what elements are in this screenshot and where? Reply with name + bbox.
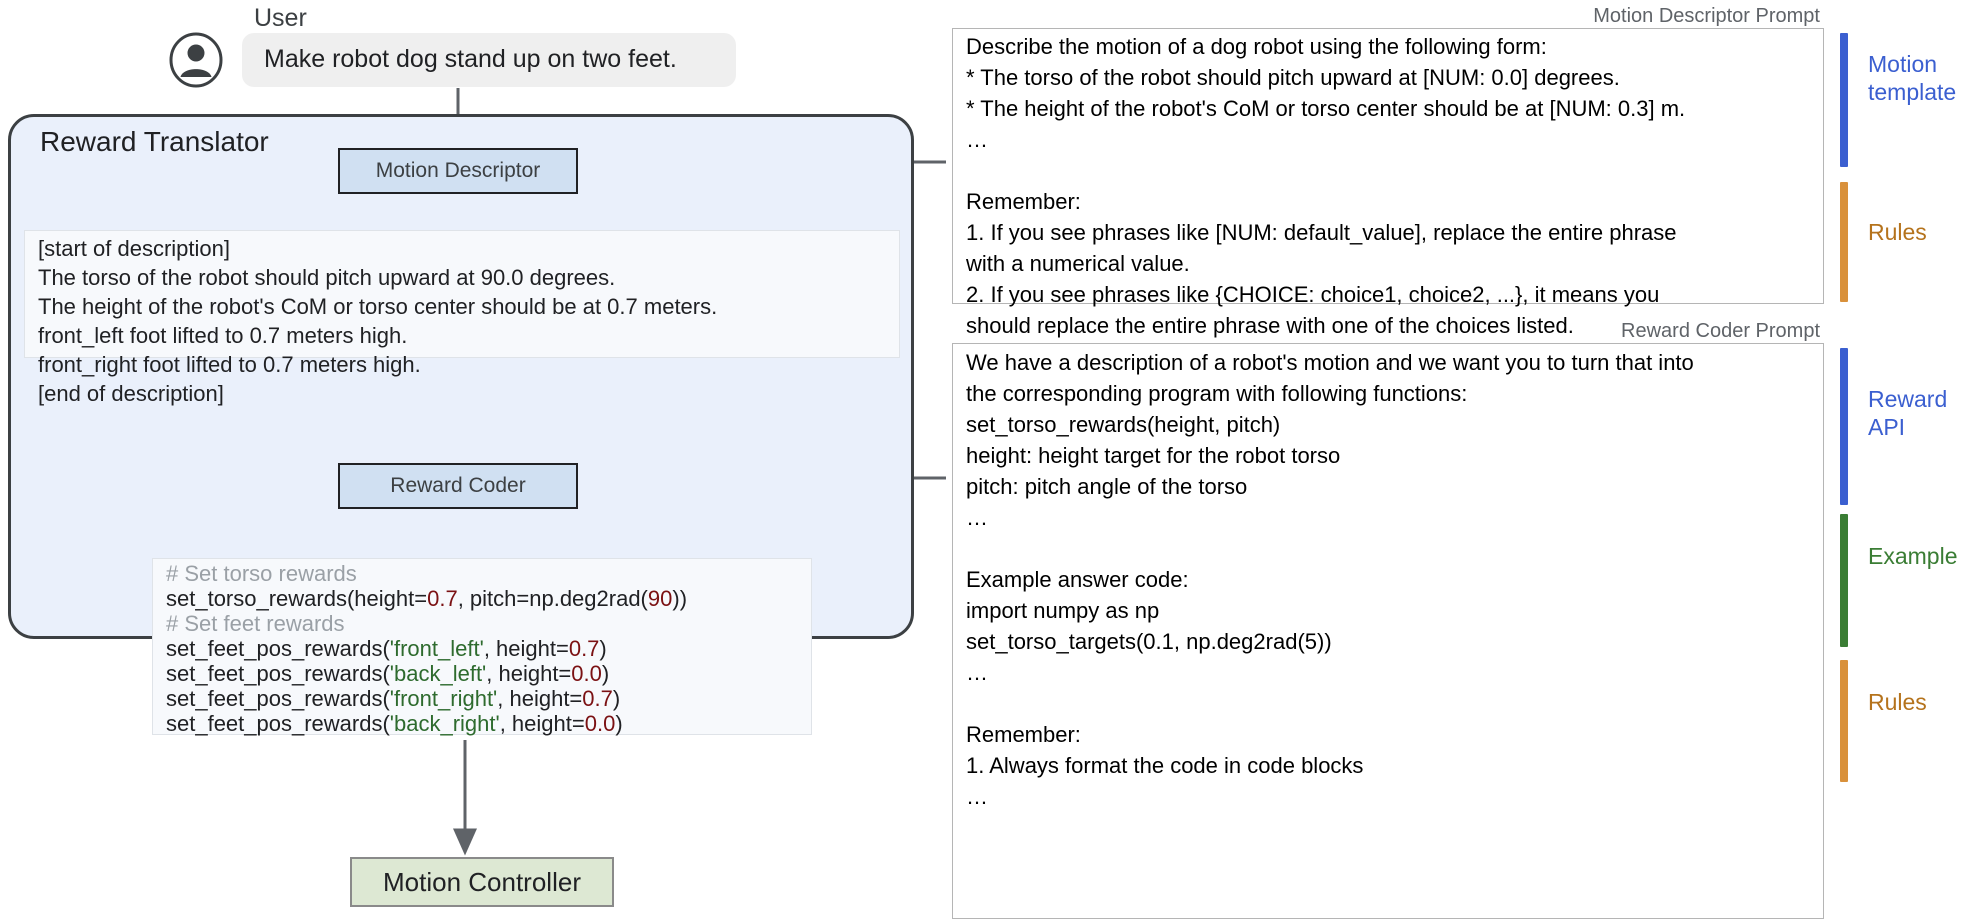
user-avatar-icon xyxy=(169,32,223,88)
marker-bar-motion-template xyxy=(1840,33,1848,167)
code-token-num: 0.0 xyxy=(571,661,602,686)
code-token-plain: )) xyxy=(672,586,688,611)
motion-descriptor-prompt-line: with a numerical value. xyxy=(966,251,1190,276)
motion-descriptor-prompt-line: * The torso of the robot should pitch up… xyxy=(966,65,1620,90)
user-message-bubble xyxy=(242,33,736,87)
description-line: The torso of the robot should pitch upwa… xyxy=(38,265,616,290)
code-token-str: 'front_left' xyxy=(389,636,484,661)
code-comment: # Set torso rewards xyxy=(166,561,357,586)
code-line: # Set feet rewards xyxy=(166,611,687,636)
motion-controller-box[interactable]: Motion Controller xyxy=(350,857,614,907)
code-token-plain: ) xyxy=(599,636,607,661)
reward-coder-prompt-line: the corresponding program with following… xyxy=(966,381,1468,406)
code-line: set_feet_pos_rewards('back_left', height… xyxy=(166,661,687,686)
motion-descriptor-prompt-line: Remember: xyxy=(966,189,1081,214)
marker-label-rules-1: Rules xyxy=(1868,219,1927,245)
marker-label-motion-template: Motion template xyxy=(1868,51,1957,105)
code-token-plain: set_feet_pos_rewards( xyxy=(166,686,390,711)
code-token-plain: , pitch=np.deg2rad( xyxy=(457,586,648,611)
code-token-num: 0.7 xyxy=(568,636,600,661)
marker-bar-reward-api xyxy=(1840,348,1848,505)
marker-label-example: Example xyxy=(1868,543,1958,569)
user-label: User xyxy=(254,4,307,32)
code-line: set_feet_pos_rewards('front_left', heigh… xyxy=(166,636,687,661)
code-token-plain: set_torso_rewards(height= xyxy=(166,586,428,611)
code-line: set_feet_pos_rewards('front_right', heig… xyxy=(166,686,687,711)
reward-code-box xyxy=(152,558,812,735)
motion-descriptor-prompt-line: 1. If you see phrases like [NUM: default… xyxy=(966,220,1677,245)
motion-descriptor-prompt-spacer xyxy=(966,155,1816,186)
motion-descriptor-prompt-line: should replace the entire phrase with on… xyxy=(966,313,1574,338)
marker-label-rules-2: Rules xyxy=(1868,689,1927,715)
reward-coder-prompt-line: set_torso_targets(0.1, np.deg2rad(5)) xyxy=(966,629,1332,654)
code-line: set_feet_pos_rewards('back_right', heigh… xyxy=(166,711,687,736)
code-line: set_torso_rewards(height=0.7, pitch=np.d… xyxy=(166,586,687,611)
code-token-plain: set_feet_pos_rewards( xyxy=(166,636,390,661)
code-token-plain: ) xyxy=(612,686,621,711)
code-token-plain: , height= xyxy=(499,711,585,736)
reward-coder-box[interactable]: Reward Coder xyxy=(338,463,578,509)
code-token-plain: , height= xyxy=(483,636,569,661)
code-token-str: 'front_right' xyxy=(389,686,498,711)
motion-descriptor-prompt-line: Describe the motion of a dog robot using… xyxy=(966,34,1547,59)
code-token-plain: set_feet_pos_rewards( xyxy=(166,661,390,686)
motion-descriptor-box[interactable]: Motion Descriptor xyxy=(338,148,578,194)
description-line: [end of description] xyxy=(38,381,224,406)
reward-coder-prompt-line: set_torso_rewards(height, pitch) xyxy=(966,412,1281,437)
code-token-num: 90 xyxy=(647,586,673,611)
reward-coder-prompt-line: … xyxy=(966,660,988,685)
reward-coder-prompt-line: import numpy as np xyxy=(966,598,1160,623)
code-token-plain: ) xyxy=(601,661,610,686)
code-token-num: 0.7 xyxy=(427,586,458,611)
reward-coder-prompt-line: 1. Always format the code in code blocks xyxy=(966,753,1364,778)
marker-label-reward-api: Reward API xyxy=(1868,386,1948,440)
description-line: front_left foot lifted to 0.7 meters hig… xyxy=(38,323,408,348)
motion-descriptor-prompt-box xyxy=(952,28,1824,304)
motion-descriptor-prompt-caption: Motion Descriptor Prompt xyxy=(1593,5,1820,27)
user-message-text: Make robot dog stand up on two feet. xyxy=(264,45,677,73)
motion-descriptor-prompt-text: Describe the motion of a dog robot using… xyxy=(966,31,1816,372)
motion-descriptor-prompt-line: 2. If you see phrases like {CHOICE: choi… xyxy=(966,282,1660,307)
code-token-plain: set_feet_pos_rewards( xyxy=(166,711,390,736)
reward-coder-prompt-line: Example answer code: xyxy=(966,567,1189,592)
reward-coder-prompt-line: height: height target for the robot tors… xyxy=(966,443,1341,468)
reward-coder-prompt-caption: Reward Coder Prompt xyxy=(1621,320,1820,342)
code-token-plain: , height= xyxy=(497,686,583,711)
code-token-plain: , height= xyxy=(486,661,572,686)
motion-descriptor-prompt-line: … xyxy=(966,127,988,152)
reward-coder-prompt-line: … xyxy=(966,505,988,530)
marker-bar-rules-2 xyxy=(1840,660,1848,782)
reward-coder-prompt-line: Remember: xyxy=(966,722,1081,747)
description-line: front_right foot lifted to 0.7 meters hi… xyxy=(38,352,421,377)
motion-controller-label: Motion Controller xyxy=(383,866,581,897)
reward-coder-label: Reward Coder xyxy=(390,474,526,497)
marker-bar-rules-1 xyxy=(1840,182,1848,302)
code-comment: # Set feet rewards xyxy=(166,611,345,636)
description-output-box xyxy=(24,230,900,358)
reward-coder-prompt-spacer xyxy=(966,533,1816,564)
reward-coder-prompt-text: We have a description of a robot's motio… xyxy=(966,347,1816,812)
reward-translator-panel xyxy=(8,114,914,639)
description-line: [start of description] xyxy=(38,236,230,261)
reward-coder-prompt-line: pitch: pitch angle of the torso xyxy=(966,474,1248,499)
code-token-str: 'back_left' xyxy=(389,661,487,686)
code-token-num: 0.7 xyxy=(582,686,613,711)
code-line: # Set torso rewards xyxy=(166,561,687,586)
reward-translator-title: Reward Translator xyxy=(40,126,269,157)
reward-coder-prompt-line: … xyxy=(966,784,988,809)
code-token-str: 'back_right' xyxy=(389,711,500,736)
reward-coder-prompt-spacer xyxy=(966,688,1816,719)
motion-descriptor-prompt-line: * The height of the robot's CoM or torso… xyxy=(966,96,1686,121)
description-output-text: [start of description] The torso of the r… xyxy=(38,234,717,408)
reward-coder-prompt-line: We have a description of a robot's motio… xyxy=(966,350,1694,375)
reward-coder-prompt-box xyxy=(952,343,1824,919)
marker-bar-example xyxy=(1840,514,1848,647)
description-line: The height of the robot's CoM or torso c… xyxy=(38,294,718,319)
code-token-plain: ) xyxy=(615,711,623,736)
motion-descriptor-label: Motion Descriptor xyxy=(375,159,541,182)
code-token-num: 0.0 xyxy=(584,711,616,736)
